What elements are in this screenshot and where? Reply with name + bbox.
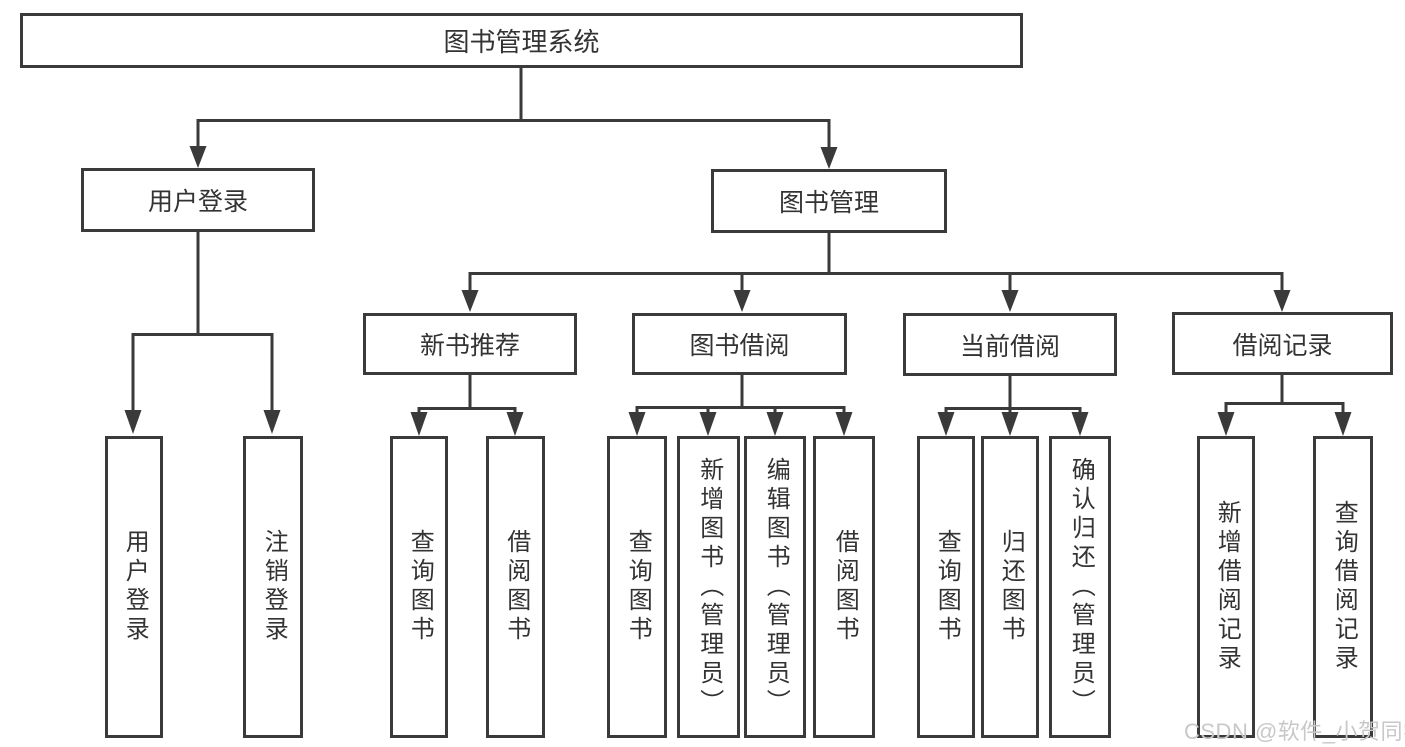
node-root: 图书管理系统 [20,13,1023,68]
arrow-down-icon [835,412,853,436]
arrow-down-icon [733,290,751,312]
arrow-down-icon [1071,412,1089,436]
leaf-borrow-books-borrow: 借阅图书 [813,436,875,738]
leaf-user-login: 用户登录 [105,436,163,738]
connector-book-management-split [461,233,1291,312]
leaf-add-book-admin: 新增图书（管理员） [677,436,740,738]
leaf-query-books-current: 查询图书 [917,436,975,738]
connector-borrow-records-split [1217,375,1352,436]
arrow-down-icon [461,290,479,312]
arrow-down-icon [1273,290,1291,312]
leaf-query-borrow-record: 查询借阅记录 [1313,436,1373,738]
connector-user-login-split [124,232,281,434]
leaf-logout: 注销登录 [243,436,303,738]
leaf-edit-book-admin: 编辑图书（管理员） [744,436,806,738]
node-current-borrow: 当前借阅 [903,313,1117,376]
arrow-down-icon [1001,290,1019,312]
arrow-down-icon [1001,412,1019,436]
arrow-down-icon [263,410,281,434]
arrow-down-icon [124,410,142,434]
connector-root-split [189,68,838,169]
arrow-down-icon [189,146,207,168]
node-new-book-recommend: 新书推荐 [363,313,577,375]
node-book-borrow: 图书借阅 [632,313,847,375]
arrow-down-icon [628,412,646,436]
csdn-watermark: CSDN @软件_小贺同学 [1184,719,1405,744]
leaf-query-books-borrow: 查询图书 [607,436,667,738]
connector-new-book-split [410,375,524,436]
leaf-confirm-return-admin: 确认归还（管理员） [1049,436,1111,738]
arrow-down-icon [1334,412,1352,436]
node-user-login: 用户登录 [81,168,315,232]
connector-book-borrow-split [628,375,853,436]
arrow-down-icon [820,147,838,169]
leaf-borrow-books-recommend: 借阅图书 [486,436,545,738]
node-book-management: 图书管理 [711,169,947,233]
arrow-down-icon [766,412,784,436]
arrow-down-icon [699,412,717,436]
connector-current-borrow-split [937,376,1089,436]
arrow-down-icon [506,412,524,436]
leaf-add-borrow-record: 新增借阅记录 [1197,436,1255,738]
node-borrow-records: 借阅记录 [1172,312,1393,375]
arrow-down-icon [410,412,428,436]
leaf-return-book: 归还图书 [981,436,1039,738]
arrow-down-icon [937,412,955,436]
arrow-down-icon [1217,412,1235,436]
leaf-query-books-recommend: 查询图书 [390,436,448,738]
